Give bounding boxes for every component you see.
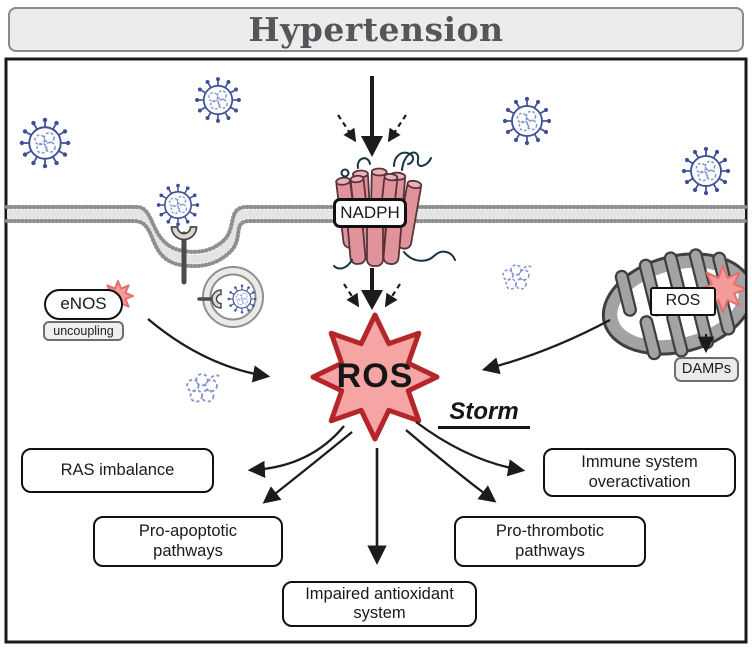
enos-label: eNOS <box>44 289 123 320</box>
ros-storm-star <box>310 312 440 442</box>
page-title: Hypertension <box>248 10 504 49</box>
ros-production-arrow <box>343 268 401 310</box>
arrow-mito-to-ros <box>481 318 611 375</box>
stimulus-arrow-top <box>337 76 407 157</box>
mitochondrial-ros-label: ROS <box>650 287 716 316</box>
receptor-icon <box>170 226 198 285</box>
outcome-box-impaired-antioxidant: Impaired antioxidant system <box>282 581 477 627</box>
ros-storm-label: ROS <box>336 356 414 395</box>
arrow-to-pro-thrombotic <box>405 429 497 503</box>
arrow-enos-to-ros <box>147 318 271 383</box>
outcome-box-immune-overactivation: Immune system overactivation <box>543 448 736 497</box>
cell-membrane <box>4 204 748 269</box>
outcome-box-ras-imbalance: RAS imbalance <box>21 448 214 493</box>
arrow-to-ras <box>247 425 345 478</box>
outcome-box-pro-apoptotic: Pro-apoptotic pathways <box>93 516 283 567</box>
nadph-label: NADPH <box>333 198 407 228</box>
arrow-to-pro-apoptotic <box>262 431 353 504</box>
damps-tag: DAMPs <box>674 357 739 382</box>
title-bar: Hypertension <box>8 7 744 52</box>
storm-label: Storm <box>438 398 530 429</box>
arrows-ros-outputs <box>247 421 526 565</box>
enos-uncoupling-tag: uncoupling <box>43 321 124 341</box>
outcome-box-pro-thrombotic: Pro-thrombotic pathways <box>454 516 646 567</box>
endosome-icon <box>197 266 264 328</box>
arrow-to-immune <box>415 421 526 477</box>
